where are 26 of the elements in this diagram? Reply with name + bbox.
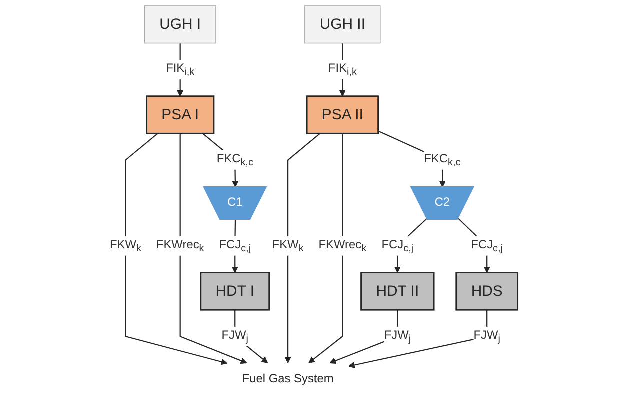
edge-label: FJW$_{j}$ — [221, 329, 248, 344]
node-text: Fuel Gas System — [242, 372, 334, 386]
edge-label: FIK$_{i,k}$ — [166, 62, 194, 78]
arrow — [284, 133, 320, 364]
edge-label: FJW$_{j}$ — [473, 329, 500, 344]
edge-label: FJW$_{j}$ — [384, 329, 411, 344]
node-box: PSA II — [306, 96, 379, 134]
edge-label: FKWrec$_{k}$ — [156, 238, 204, 254]
edge-label: FCJ$_{c,j}$ — [470, 238, 503, 254]
arrow — [308, 134, 343, 364]
node-box: UGH II — [304, 6, 380, 44]
edge-label: FCJ$_{c,j}$ — [381, 238, 414, 254]
edge-label: FKC$_{k,c}$ — [424, 152, 460, 168]
edge-label: FIK$_{i,k}$ — [328, 62, 357, 78]
arrow — [124, 133, 228, 366]
edge-label: FCJ$_{c,j}$ — [218, 238, 251, 254]
node-box: PSA I — [146, 96, 214, 134]
node-box: HDT I — [200, 272, 270, 311]
edge-label: FKW$_{k}$ — [110, 238, 142, 254]
node-box: UGH I — [144, 6, 216, 44]
edge-label: FKWrec$_{k}$ — [318, 238, 366, 254]
edge-label: FKW$_{k}$ — [272, 238, 304, 254]
edge-label: FKC$_{k,c}$ — [216, 152, 254, 168]
node-box: HDS — [455, 272, 518, 311]
node-box: HDT II — [360, 272, 434, 311]
arrow — [348, 310, 488, 368]
